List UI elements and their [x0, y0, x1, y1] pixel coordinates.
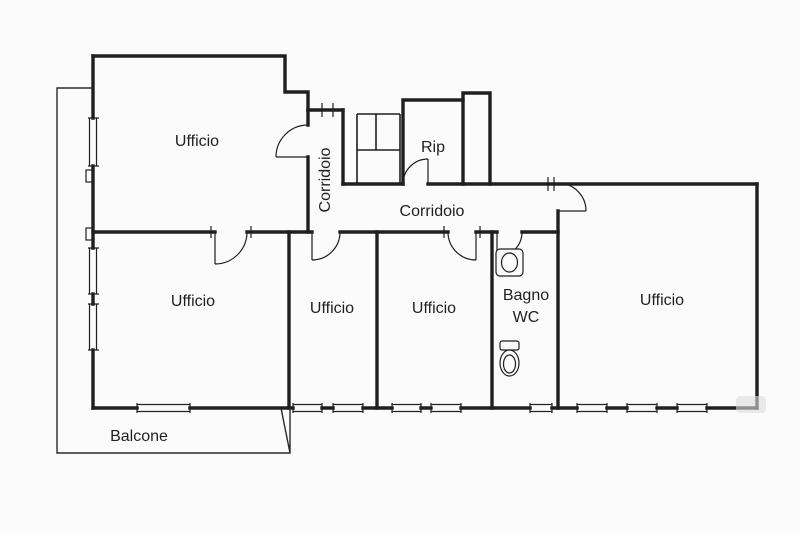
room-label-ufficio-s-mid2: Ufficio [412, 300, 456, 317]
wall-tick-marks [85, 103, 555, 241]
pilaster [85, 169, 94, 183]
room-label-wc: WC [513, 309, 540, 326]
watermark [736, 396, 766, 413]
window [529, 403, 553, 413]
window [136, 403, 191, 413]
shaft-lines [356, 113, 401, 184]
room-label-ufficio-s-mid1: Ufficio [310, 300, 354, 317]
wall-rip-room [401, 98, 465, 186]
room-label-ufficio-nw: Ufficio [175, 133, 219, 150]
window [332, 403, 364, 413]
room-label-ufficio-e: Ufficio [640, 292, 684, 309]
bathroom-fixtures [495, 248, 524, 377]
sink-basin [500, 252, 519, 273]
wall-room-dividers [287, 209, 560, 410]
window [391, 403, 422, 413]
wall-top-right [461, 91, 759, 186]
room-label-rip: Rip [421, 139, 445, 156]
toilet-bowl-inner [502, 354, 517, 374]
room-label-corridoio-vertical: Corridoio [317, 147, 334, 212]
room-label-balcone: Balcone [110, 428, 168, 445]
window [88, 117, 99, 167]
window [676, 403, 708, 413]
shaft-detail [356, 113, 401, 184]
balcony-outline [56, 87, 291, 454]
wall-top-left [91, 54, 310, 112]
window [626, 403, 658, 413]
toilet-tank [499, 340, 520, 351]
balcony-edge [56, 87, 291, 454]
room-labels: Ufficio Corridoio Rip Corridoio Ufficio … [110, 133, 684, 445]
door-ufficio-s-mid1 [311, 231, 341, 261]
window [88, 247, 99, 295]
window [576, 403, 608, 413]
windows [88, 117, 708, 413]
door-rip [402, 158, 429, 185]
room-label-corridoio-horizontal: Corridoio [400, 203, 465, 220]
door-ufficio-s-mid2 [447, 231, 477, 261]
door-ufficio-e [557, 182, 587, 212]
interior-walls [91, 98, 560, 410]
doors [214, 124, 587, 265]
window [88, 303, 99, 351]
room-label-bagno: Bagno [503, 287, 549, 304]
pilaster [85, 227, 94, 241]
door-ufficio-nw [275, 124, 309, 158]
door-ufficio-sw [214, 231, 248, 265]
window [292, 403, 323, 413]
window [430, 403, 462, 413]
tick-marks [210, 103, 555, 238]
room-label-ufficio-sw: Ufficio [171, 293, 215, 310]
